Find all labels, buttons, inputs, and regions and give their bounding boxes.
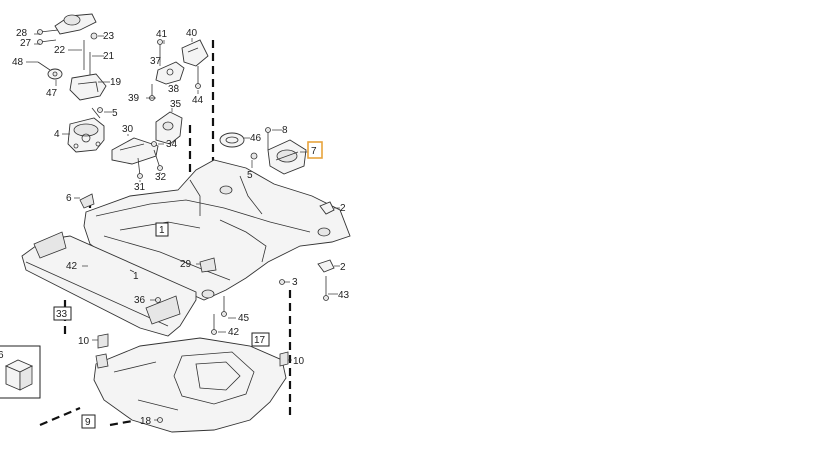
bolt-31[interactable] xyxy=(137,157,143,179)
bolt-41[interactable] xyxy=(157,39,163,63)
ref-number: 1 xyxy=(133,271,139,282)
bolt-34[interactable] xyxy=(151,141,157,147)
ref-number: 6 xyxy=(66,193,72,204)
ref-number: 9 xyxy=(85,417,91,428)
nut-2-lower[interactable] xyxy=(317,259,335,273)
ref-number: 41 xyxy=(156,29,168,40)
ref-number: 28 xyxy=(16,28,28,39)
bolt-44[interactable] xyxy=(195,66,201,89)
nut-2-upper[interactable] xyxy=(319,201,335,215)
ref-number: 10 xyxy=(293,356,305,367)
bolt-36[interactable] xyxy=(155,297,161,303)
bumper-reinforcement-33[interactable] xyxy=(21,231,197,337)
bracket-30[interactable] xyxy=(111,137,159,165)
ref-number: 17 xyxy=(254,335,266,346)
ref-number: 29 xyxy=(180,259,192,270)
bolt-43[interactable] xyxy=(323,276,329,301)
ref-number: 7 xyxy=(311,146,317,157)
bolt-28-27[interactable] xyxy=(37,29,59,45)
ref-number: 2 xyxy=(340,262,346,273)
mount-bracket-19[interactable] xyxy=(69,73,107,101)
mount-rod-22[interactable] xyxy=(83,32,98,76)
engine-mount-4[interactable] xyxy=(67,117,105,153)
ref-box-9[interactable]: 9 xyxy=(81,414,96,429)
ref-number: 46 xyxy=(250,133,262,144)
ref-box-17[interactable]: 17 xyxy=(251,332,270,347)
ref-number: 37 xyxy=(150,56,162,67)
clip-18[interactable] xyxy=(157,417,163,423)
ref-number: 47 xyxy=(46,88,58,99)
bracket-37-38[interactable] xyxy=(155,61,185,85)
ref-number: 5 xyxy=(112,108,118,119)
ref-box-1[interactable]: 1 xyxy=(155,222,169,237)
ref-number: 32 xyxy=(155,172,167,183)
transmission-mount-7[interactable] xyxy=(267,139,307,175)
ref-number: 34 xyxy=(166,139,178,150)
ref-number: 38 xyxy=(168,84,180,95)
bolt-42-right[interactable] xyxy=(211,314,217,335)
ref-number: 35 xyxy=(170,99,182,110)
clip-10-right[interactable] xyxy=(279,351,289,367)
bolt-5-upper[interactable] xyxy=(91,107,103,119)
bolt-5-lower[interactable] xyxy=(250,152,258,160)
ref-number: 33 xyxy=(56,309,68,320)
ref-number: 8 xyxy=(282,125,288,136)
ref-number: 40 xyxy=(186,28,198,39)
leader-lines xyxy=(26,33,340,421)
clip-10-left[interactable] xyxy=(95,333,109,369)
section-divider xyxy=(109,418,139,427)
ref-number: 27 xyxy=(20,38,32,49)
bolt-45[interactable] xyxy=(221,296,227,317)
ref-number: 43 xyxy=(338,290,350,301)
ref-number: 1 xyxy=(159,225,165,236)
ref-number: 31 xyxy=(134,182,146,193)
splash-shield-17[interactable] xyxy=(93,337,287,433)
bracket-6[interactable] xyxy=(79,193,95,209)
ref-box-33[interactable]: 33 xyxy=(53,306,72,321)
bracket-40[interactable] xyxy=(181,39,209,67)
ref-number: 36 xyxy=(134,295,146,306)
ref-number: 45 xyxy=(238,313,250,324)
ref-number: 6 xyxy=(0,350,4,361)
section-divider xyxy=(39,406,81,427)
bolt-8[interactable] xyxy=(265,127,271,151)
mount-bracket-35[interactable] xyxy=(155,111,183,145)
ref-number: 18 xyxy=(140,416,152,427)
ref-number: 21 xyxy=(103,51,115,62)
ref-number: 39 xyxy=(128,93,140,104)
ref-number: 22 xyxy=(54,45,66,56)
highlighted-ref-7[interactable]: 7 xyxy=(307,141,323,159)
upper-mount-bracket[interactable] xyxy=(54,13,97,35)
package-box-icon xyxy=(0,345,41,399)
ref-number: 2 xyxy=(340,203,346,214)
washer-48-47[interactable] xyxy=(37,61,63,80)
ref-number: 42 xyxy=(66,261,78,272)
bracket-29[interactable] xyxy=(199,257,217,273)
bolt-32[interactable] xyxy=(153,149,163,171)
ref-number: 42 xyxy=(228,327,240,338)
gasket-46[interactable] xyxy=(219,132,245,148)
ref-number: 3 xyxy=(292,277,298,288)
ref-number: 10 xyxy=(78,336,90,347)
ref-number: 19 xyxy=(110,77,122,88)
ref-number: 4 xyxy=(54,129,60,140)
ref-number: 44 xyxy=(192,95,204,106)
ref-number: 48 xyxy=(12,57,24,68)
ref-number: 23 xyxy=(103,31,115,42)
ref-number: 30 xyxy=(122,124,134,135)
ref-number: 5 xyxy=(247,170,253,181)
bolt-3[interactable] xyxy=(279,279,285,285)
